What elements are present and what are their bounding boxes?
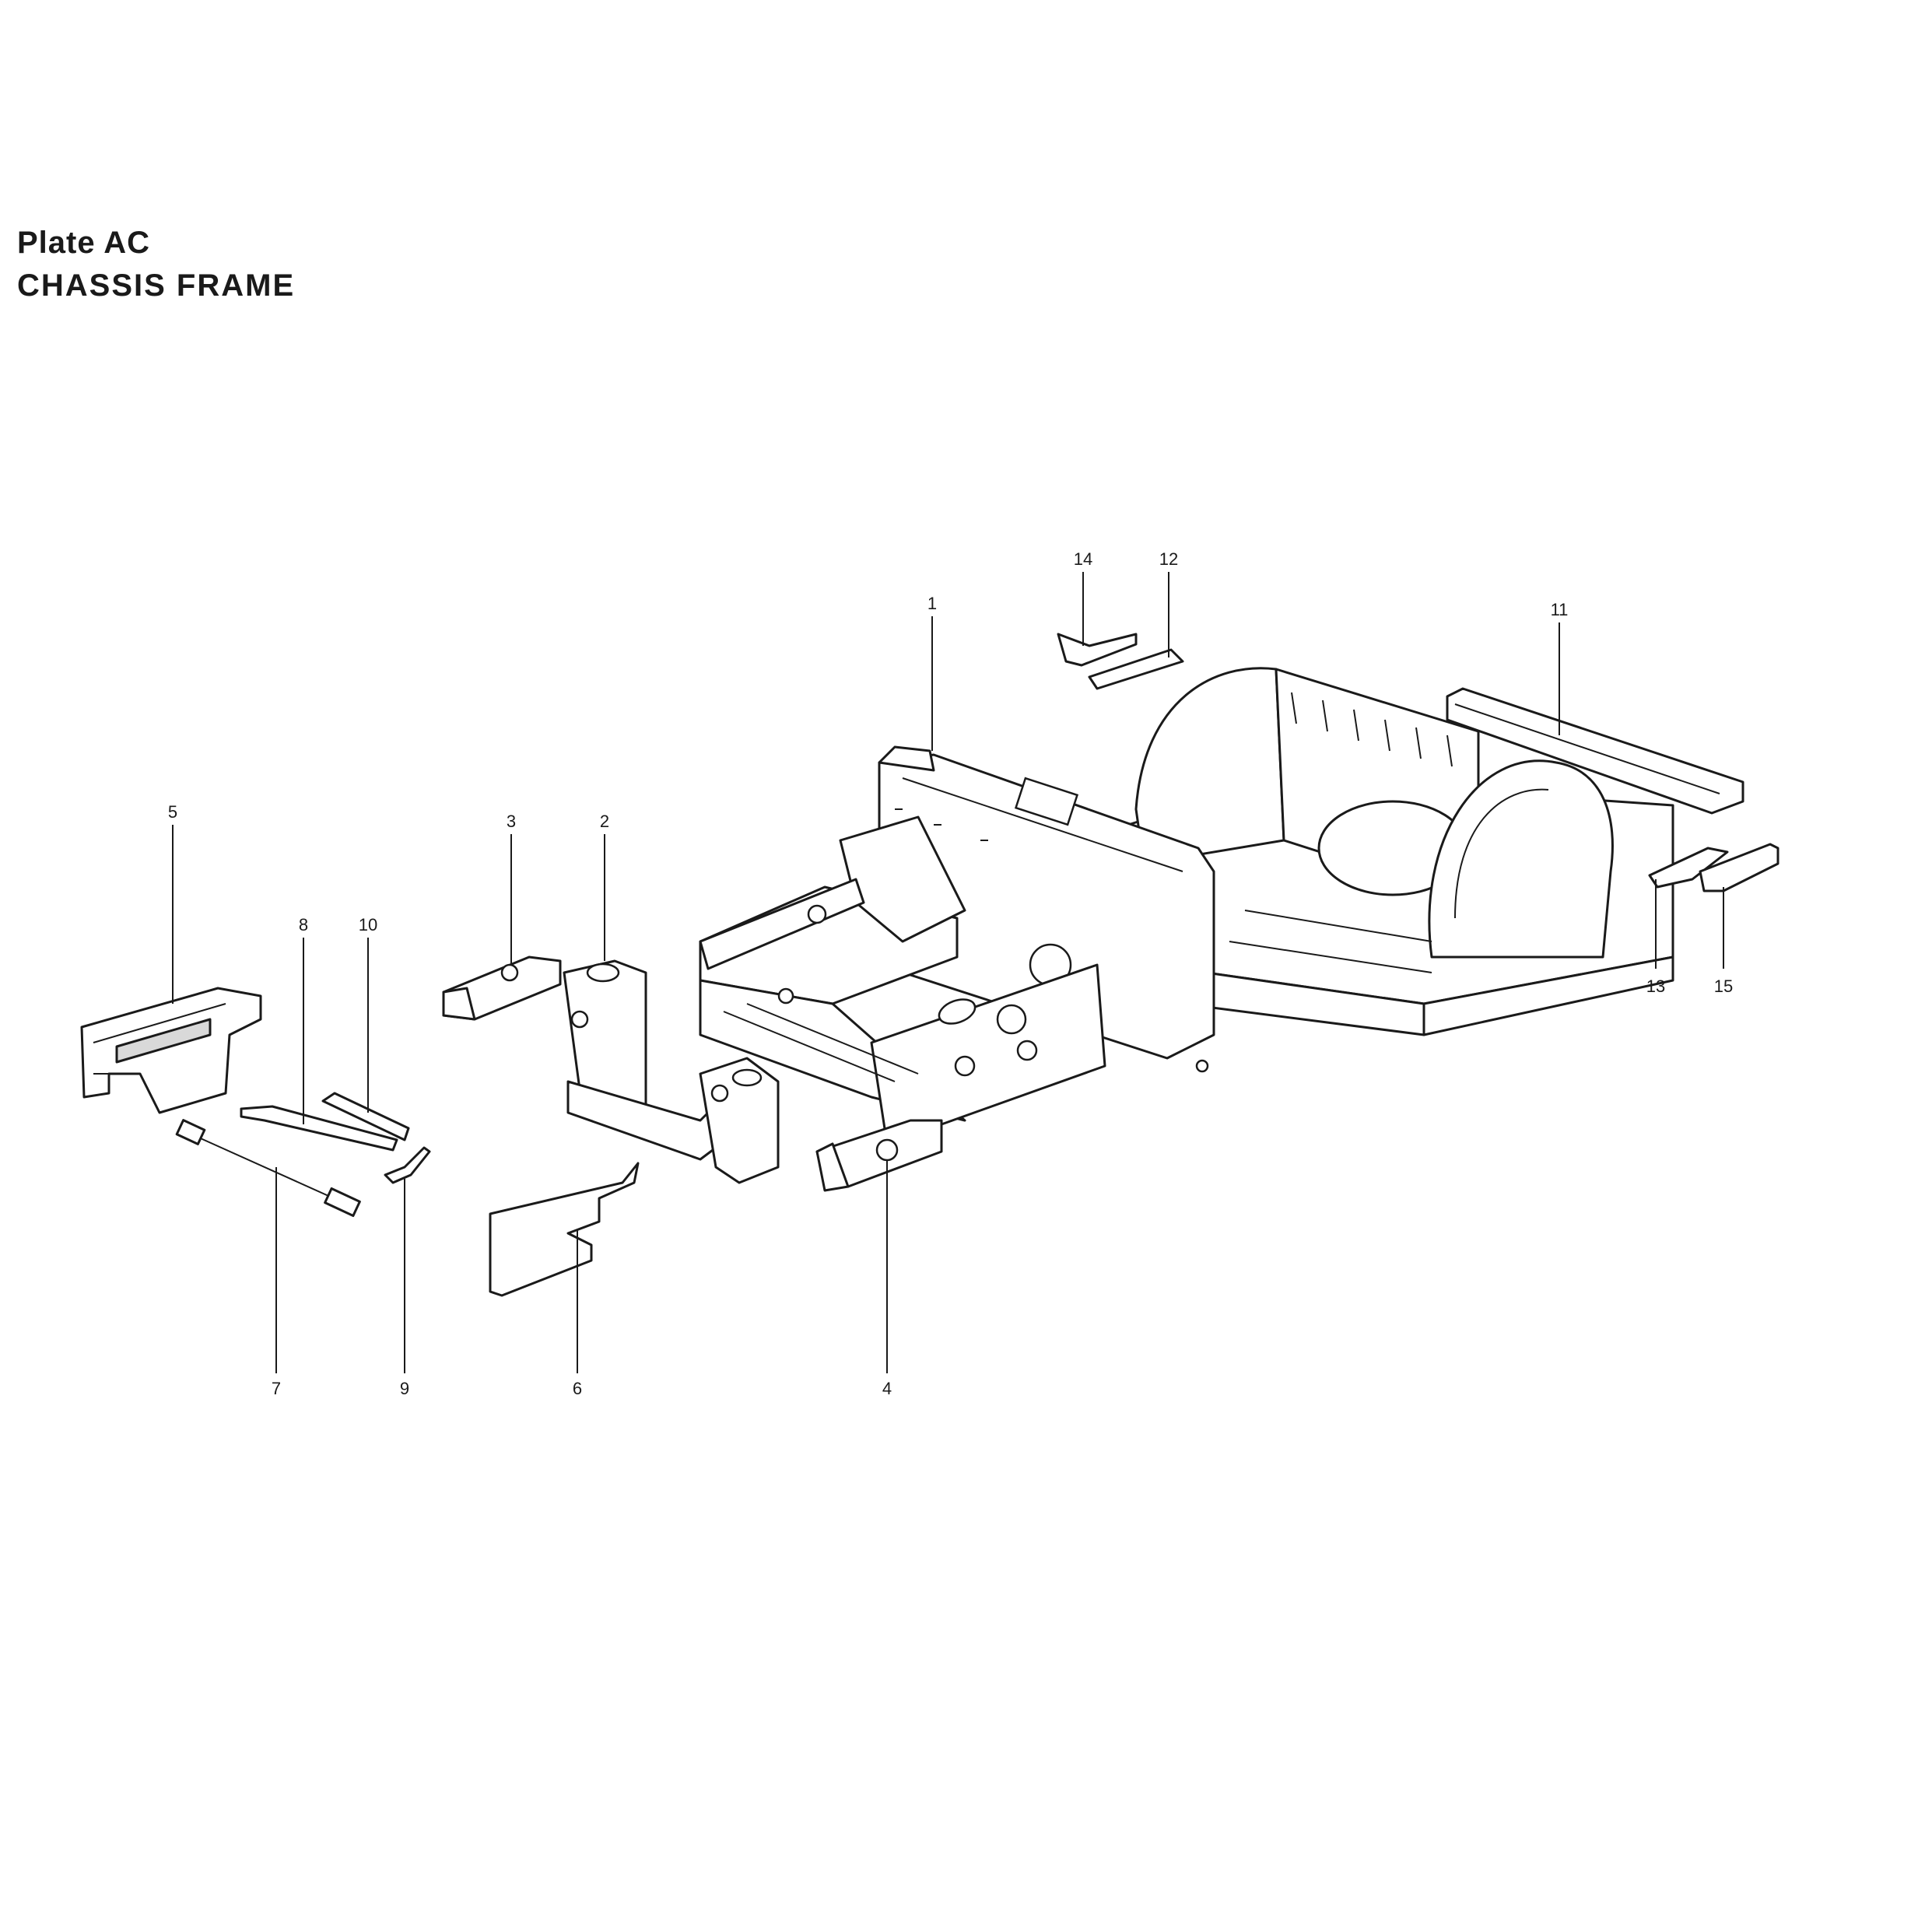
part-2-front-crossmember <box>563 959 780 1184</box>
plate-label: Plate AC <box>17 226 151 260</box>
callout-10: 10 <box>359 915 377 934</box>
callout-9: 9 <box>400 1379 409 1398</box>
part-14-sill-end <box>1057 633 1138 667</box>
plate-header: Plate AC CHASSIS FRAME <box>17 224 295 310</box>
part-3-box-bracket <box>442 955 562 1021</box>
callout-6: 6 <box>573 1379 582 1398</box>
part-4-outrigger-bracket <box>815 1119 943 1192</box>
part-15-rear-end-plate <box>1699 843 1779 892</box>
plate-title: CHASSIS FRAME <box>17 268 296 303</box>
callout-3: 3 <box>507 812 516 831</box>
callout-2: 2 <box>600 812 609 831</box>
callout-11: 11 <box>1551 600 1569 619</box>
callout-12: 12 <box>1159 549 1178 569</box>
callout-8: 8 <box>299 915 308 934</box>
part-7-torsion-bar <box>175 1119 361 1218</box>
callout-7: 7 <box>272 1379 281 1398</box>
part-10-strip-reinforcement <box>321 1092 410 1141</box>
part-9-small-bracket <box>384 1146 431 1184</box>
callout-14: 14 <box>1074 549 1092 569</box>
callout-1: 1 <box>927 594 937 613</box>
callout-4: 4 <box>882 1379 892 1398</box>
callout-15: 15 <box>1714 977 1733 996</box>
part-12-sill-strip <box>1088 648 1184 690</box>
part-1-main-chassis-frame <box>699 667 1674 1145</box>
part-8-tie-rod <box>240 1105 398 1152</box>
part-6-floor-plate <box>489 1162 640 1297</box>
callout-5: 5 <box>168 802 177 822</box>
callout-13: 13 <box>1646 977 1665 996</box>
part-11-rear-rail <box>1446 687 1744 815</box>
part-5-front-extension-frame <box>80 987 262 1114</box>
